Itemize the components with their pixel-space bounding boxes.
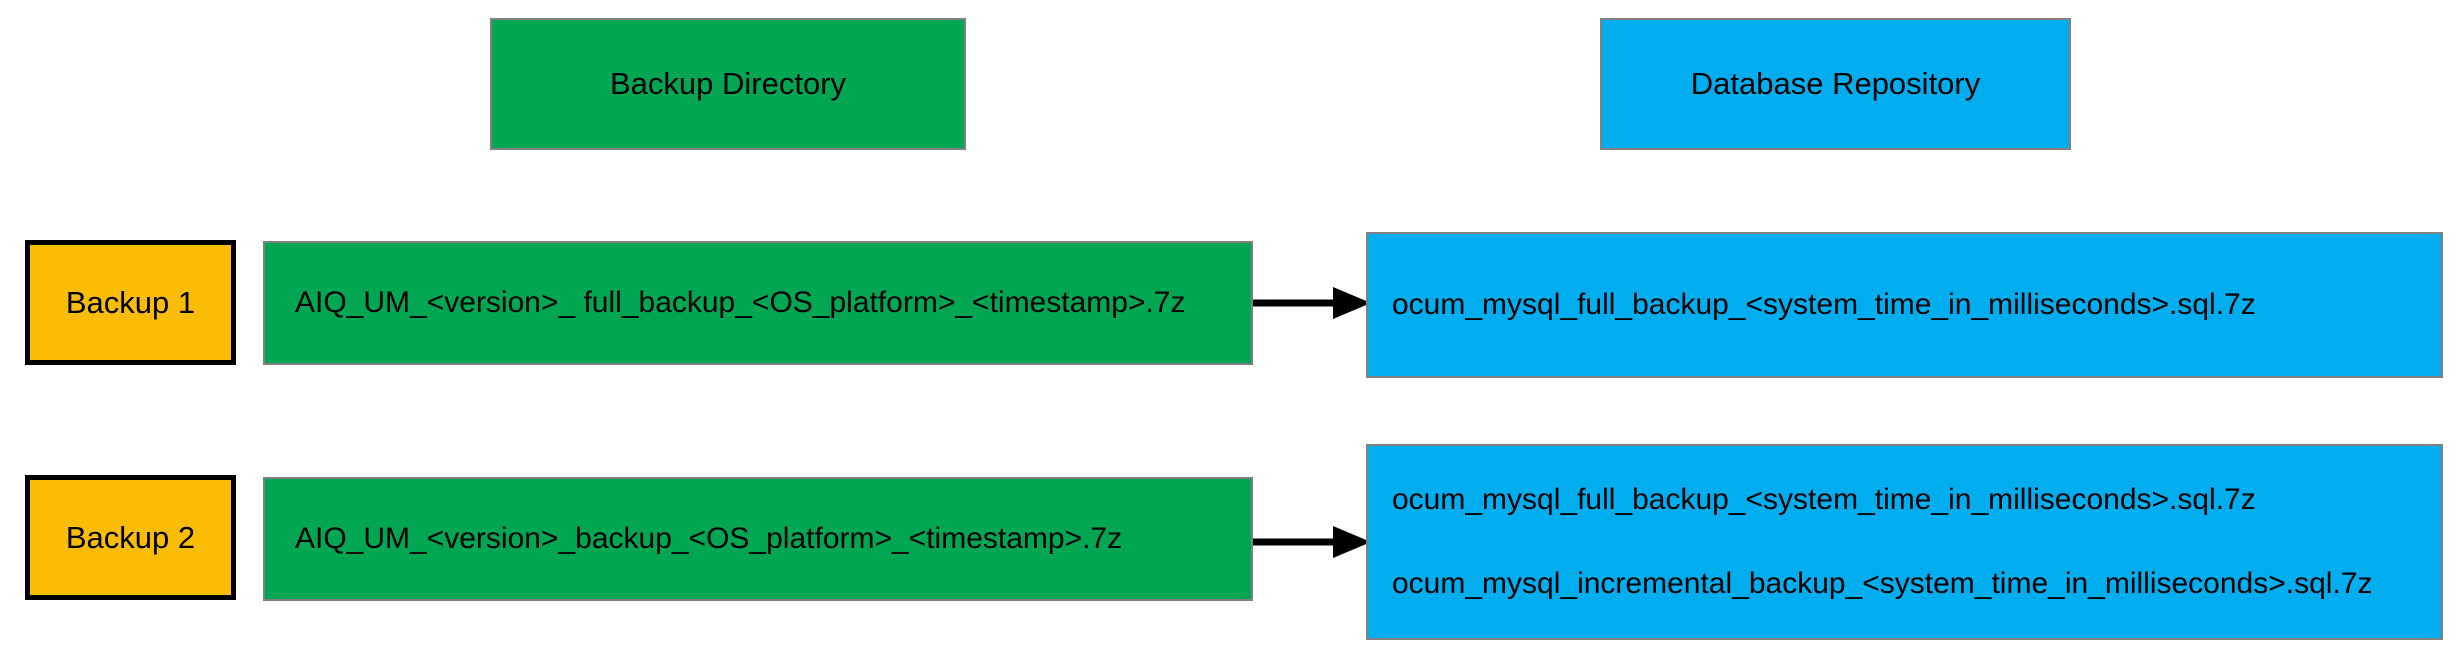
database-repository-file-label: ocum_mysql_full_backup_<system_time_in_m… bbox=[1392, 287, 2256, 321]
arrow-right-icon-backup-2 bbox=[1253, 526, 1371, 558]
column-header-backup-directory: Backup Directory bbox=[490, 18, 966, 150]
database-repository-file-label-incremental: ocum_mysql_incremental_backup_<system_ti… bbox=[1392, 567, 2373, 600]
source-node-backup-1-label: Backup 1 bbox=[65, 284, 196, 320]
backup-directory-file-backup-2-label: AIQ_UM_<version>_backup_<OS_platform>_<t… bbox=[295, 521, 1123, 555]
source-node-backup-2-label: Backup 2 bbox=[65, 519, 196, 555]
backup-directory-file-backup-1: AIQ_UM_<version>_ full_backup_<OS_platfo… bbox=[263, 241, 1253, 365]
source-node-backup-1: Backup 1 bbox=[25, 240, 236, 365]
database-repository-files-backup-1: ocum_mysql_full_backup_<system_time_in_m… bbox=[1366, 232, 2443, 378]
column-header-backup-directory-label: Backup Directory bbox=[609, 66, 847, 102]
database-repository-files-backup-2: ocum_mysql_full_backup_<system_time_in_m… bbox=[1366, 444, 2443, 640]
database-repository-file-label-full: ocum_mysql_full_backup_<system_time_in_m… bbox=[1392, 482, 2256, 516]
backup-directory-file-backup-2: AIQ_UM_<version>_backup_<OS_platform>_<t… bbox=[263, 477, 1253, 601]
column-header-database-repository-label: Database Repository bbox=[1690, 66, 1981, 102]
backup-directory-file-backup-1-label: AIQ_UM_<version>_ full_backup_<OS_platfo… bbox=[295, 285, 1186, 319]
source-node-backup-2: Backup 2 bbox=[25, 475, 236, 600]
column-header-database-repository: Database Repository bbox=[1600, 18, 2071, 150]
arrow-right-icon-backup-1 bbox=[1253, 287, 1371, 319]
